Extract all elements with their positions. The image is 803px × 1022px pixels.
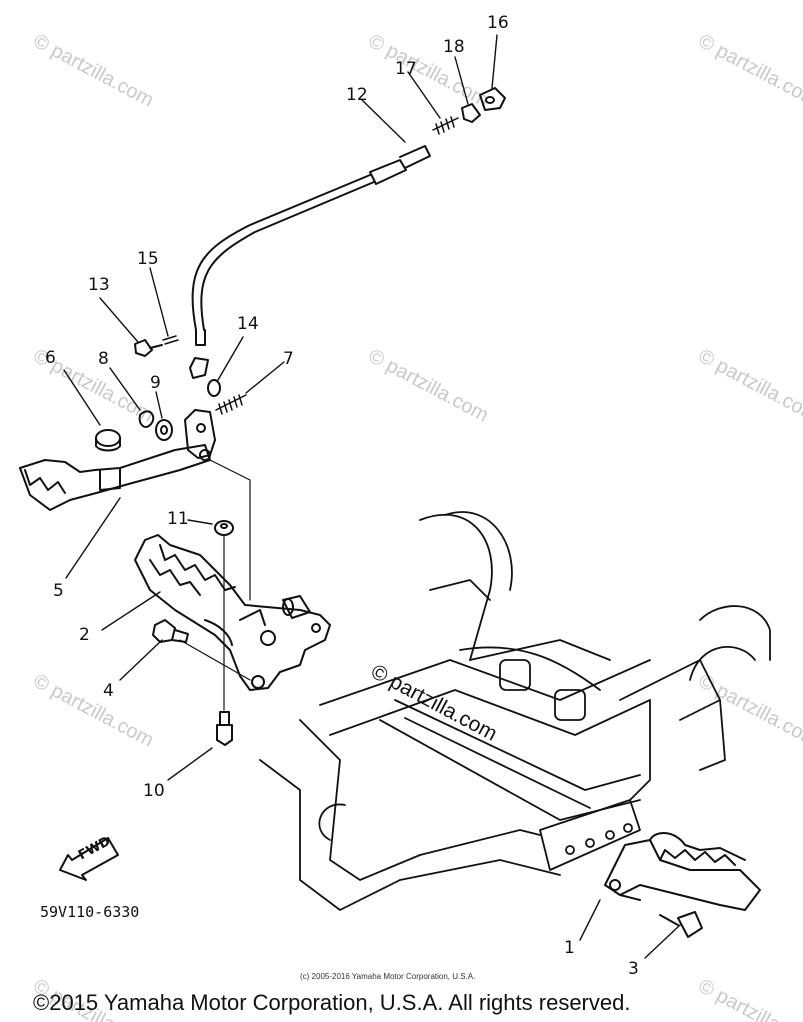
callout-8: 8 — [98, 349, 109, 369]
callout-14: 14 — [237, 314, 259, 334]
spring-17 — [432, 116, 459, 135]
callout-16: 16 — [487, 13, 509, 33]
clip-8 — [138, 410, 155, 428]
bolt-3 — [659, 911, 703, 938]
small-copyright: (c) 2005-2016 Yamaha Motor Corporation, … — [300, 972, 476, 981]
callout-2: 2 — [79, 625, 90, 645]
callout-10: 10 — [143, 781, 165, 801]
frame — [259, 511, 771, 911]
callout-9: 9 — [150, 373, 161, 393]
callout-1: 1 — [564, 938, 575, 958]
callout-12: 12 — [346, 85, 368, 105]
callout-15: 15 — [137, 249, 159, 269]
spring-7 — [215, 394, 247, 415]
brake-pedal — [19, 409, 216, 511]
nut-11 — [214, 520, 234, 536]
bolt-4 — [152, 619, 189, 643]
alignment-lines — [179, 459, 251, 711]
callout-18: 18 — [443, 37, 465, 57]
callout-17: 17 — [395, 59, 417, 79]
footer-copyright: ©2015 Yamaha Motor Corporation, U.S.A. A… — [33, 990, 631, 1015]
washer-9 — [155, 419, 173, 441]
joint-18 — [461, 103, 481, 123]
fwd-arrow-icon — [59, 837, 119, 881]
bolt-10 — [216, 711, 233, 746]
brake-cable — [189, 145, 431, 379]
callout-7: 7 — [283, 349, 294, 369]
diagram-part-code: 59V110-6330 — [40, 903, 140, 921]
cap-6 — [95, 429, 121, 452]
nut-16 — [479, 87, 506, 111]
left-footrest — [134, 534, 331, 691]
washer-14 — [207, 379, 221, 397]
footrest-pin — [282, 595, 311, 619]
leader-lines — [63, 34, 681, 959]
pin-13 — [134, 339, 163, 357]
callout-3: 3 — [628, 959, 639, 979]
right-footrest — [604, 832, 761, 911]
callout-6: 6 — [45, 348, 56, 368]
callout-4: 4 — [103, 681, 114, 701]
callout-11: 11 — [167, 509, 189, 529]
callout-5: 5 — [53, 581, 64, 601]
cotter-15 — [162, 335, 179, 345]
callout-13: 13 — [88, 275, 110, 295]
